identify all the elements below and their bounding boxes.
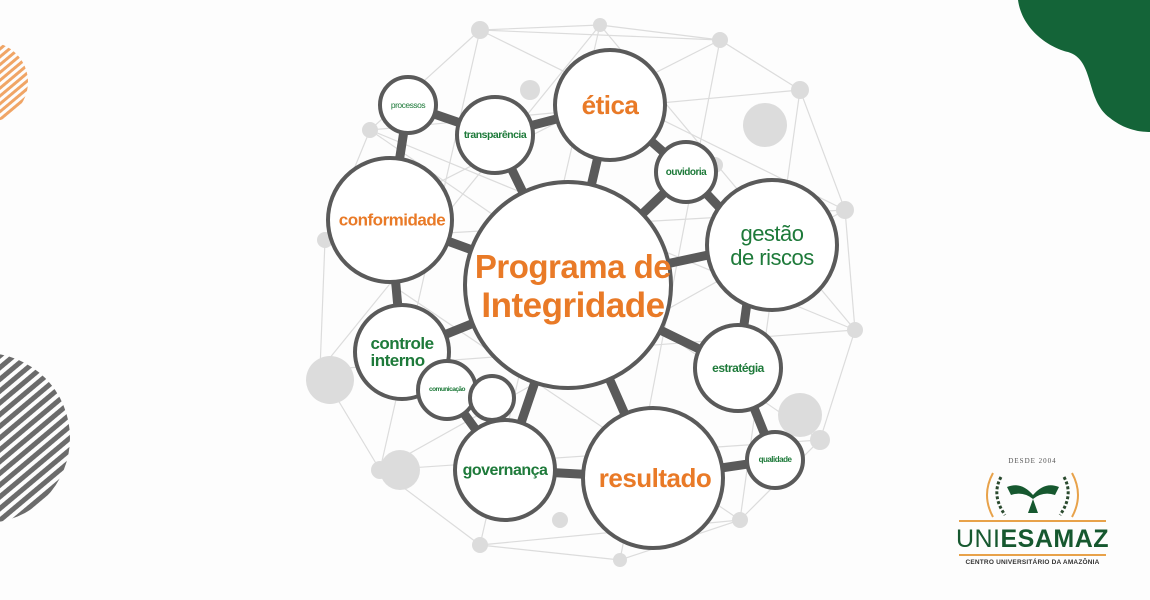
center-title-line1: Programa de (474, 247, 672, 285)
label-qualidade: qualidade (758, 455, 792, 464)
logo-name-light: UNI (955, 525, 1001, 553)
bubble-gestao (705, 178, 839, 312)
label-transparencia: transparência (463, 128, 527, 141)
bubble-qualidade (745, 430, 805, 490)
controle-line1: controle (370, 334, 434, 353)
logo-divider-top (959, 520, 1106, 522)
label-controle-interno: controle interno (370, 334, 434, 370)
logo-since: DESDE 2004 (1008, 457, 1057, 465)
bubble-estrategia (693, 323, 783, 413)
uniesamaz-logo: DESDE 2004 UNIESAMAZ CENTRO UNIVERSITÁRI… (955, 455, 1110, 575)
label-conformidade: conformidade (338, 210, 446, 230)
label-comunicacao: comunicação (428, 385, 466, 393)
bubble-processos (378, 75, 438, 135)
center-title: Programa de Integridade (474, 247, 672, 326)
logo-subtitle: CENTRO UNIVERSITÁRIO DA AMAZÔNIA (965, 559, 1100, 566)
label-resultado: resultado (598, 463, 712, 493)
orange-striped-circle (0, 43, 28, 121)
label-gestao-riscos: gestão de riscos (730, 220, 814, 270)
bubble-transparencia (455, 95, 535, 175)
label-processos: processos (390, 99, 426, 110)
green-corner-blob (1018, 0, 1150, 132)
controle-line2: interno (370, 351, 425, 370)
gray-striped-circle (0, 354, 70, 522)
bubble-governanca (453, 418, 557, 522)
gestao-line2: de riscos (730, 245, 814, 270)
label-estrategia: estratégia (712, 361, 764, 375)
bubble-ouvidoria (654, 140, 718, 204)
label-etica: ética (581, 90, 639, 120)
label-governanca: governança (462, 462, 548, 479)
bubble-resultado (581, 406, 725, 550)
center-title-line2: Integridade (481, 285, 665, 325)
laurel-book-emblem-icon (986, 472, 1079, 518)
bubble-center (463, 180, 673, 390)
logo-name: UNIESAMAZ (955, 525, 1110, 554)
bubble-conformidade (326, 156, 454, 284)
label-ouvidoria: ouvidoria (665, 167, 707, 178)
bubble-etica (553, 48, 667, 162)
logo-divider-bottom (959, 554, 1106, 556)
gestao-line1: gestão (740, 220, 804, 246)
logo-name-bold: ESAMAZ (1000, 525, 1110, 553)
